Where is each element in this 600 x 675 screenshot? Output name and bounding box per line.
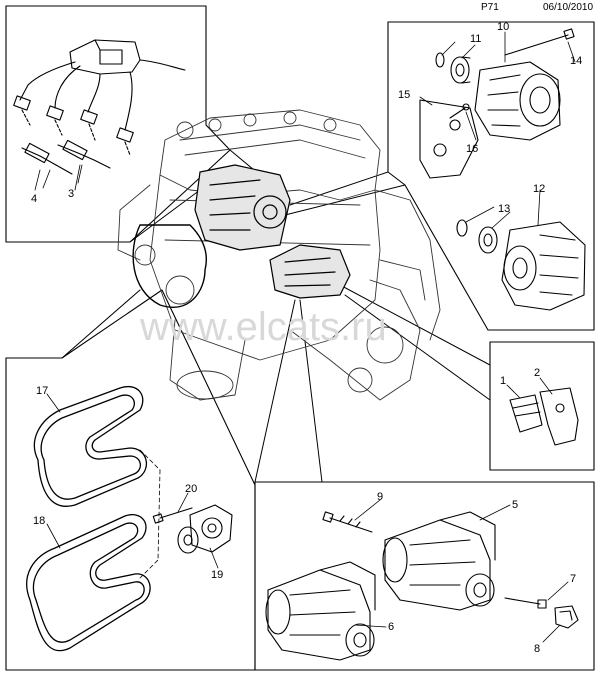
callout-4: 4 [31, 193, 37, 205]
callout-15: 15 [398, 89, 410, 101]
alternator-12 [501, 221, 586, 311]
callout-20: 20 [185, 483, 197, 495]
starter-5 [382, 511, 496, 611]
cover-8 [554, 605, 579, 629]
alternator-parts [419, 28, 586, 311]
callout-3: 3 [68, 188, 74, 200]
watermark: www.elcats.ru [139, 305, 387, 349]
starter-6 [265, 561, 376, 661]
date-stamp: 06/10/2010 [543, 2, 594, 13]
bolt-9 [322, 511, 373, 533]
glow-plug-3 [57, 139, 111, 169]
belt-17 [33, 385, 148, 507]
callout-leaders [42, 31, 576, 643]
relay-bracket-2 [539, 387, 579, 446]
engine-assembly [117, 109, 441, 401]
page-code: P71 [481, 2, 499, 13]
panel-relay [489, 341, 595, 471]
callout-9: 9 [377, 491, 383, 503]
panel-starter [254, 481, 595, 671]
relay-parts [509, 387, 579, 446]
callout-18: 18 [33, 515, 45, 527]
pulley-11 [450, 56, 471, 84]
callout-numbers: 4 3 10 11 14 15 16 12 13 1 2 17 18 20 19… [31, 21, 582, 655]
callout-10: 10 [497, 21, 509, 33]
callout-12: 12 [533, 183, 545, 195]
glow-plug-4 [21, 142, 73, 175]
callout-14: 14 [570, 55, 582, 67]
starter-parts [265, 511, 579, 661]
belts-and-tensioner [26, 385, 233, 652]
callout-8: 8 [534, 643, 540, 655]
relay-1 [509, 394, 543, 433]
callout-11: 11 [470, 33, 481, 45]
bolt-14 [504, 28, 575, 56]
callout-13: 13 [498, 203, 510, 215]
callout-5: 5 [512, 499, 518, 511]
callout-6: 6 [388, 621, 394, 633]
callout-2: 2 [534, 367, 540, 379]
bolt-7 [504, 597, 547, 609]
callout-19: 19 [211, 569, 223, 581]
callout-16: 16 [466, 143, 478, 155]
callout-7: 7 [570, 573, 576, 585]
glow-plug-harness [13, 39, 186, 191]
callout-1: 1 [500, 375, 506, 387]
bolt-20 [152, 507, 193, 524]
bolt-16 [449, 103, 470, 119]
alternator-10 [474, 61, 561, 141]
leader-lines [61, 149, 491, 483]
callout-17: 17 [36, 385, 48, 397]
bracket-15 [419, 99, 479, 179]
pulley-13 [478, 226, 498, 254]
tensioner-19 [177, 504, 233, 554]
belt-18 [26, 514, 151, 652]
